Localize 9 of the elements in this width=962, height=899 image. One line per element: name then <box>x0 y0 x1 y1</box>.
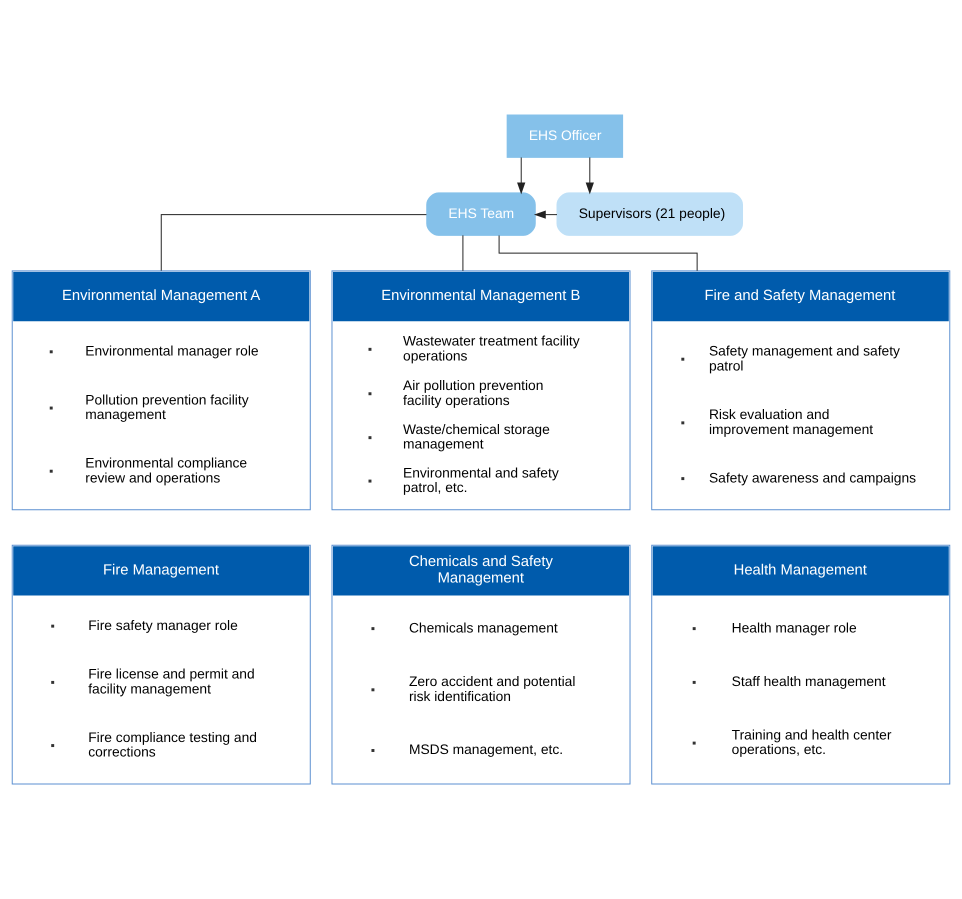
connector <box>498 234 698 272</box>
arrow <box>517 156 526 194</box>
connector <box>462 234 464 272</box>
arrow <box>534 210 558 219</box>
connector <box>160 214 427 272</box>
arrow <box>586 156 594 194</box>
node-box: EHS Officer <box>506 114 624 158</box>
node-box: Supervisors (21 people) <box>556 192 744 236</box>
node-box: EHS Team <box>426 192 536 236</box>
